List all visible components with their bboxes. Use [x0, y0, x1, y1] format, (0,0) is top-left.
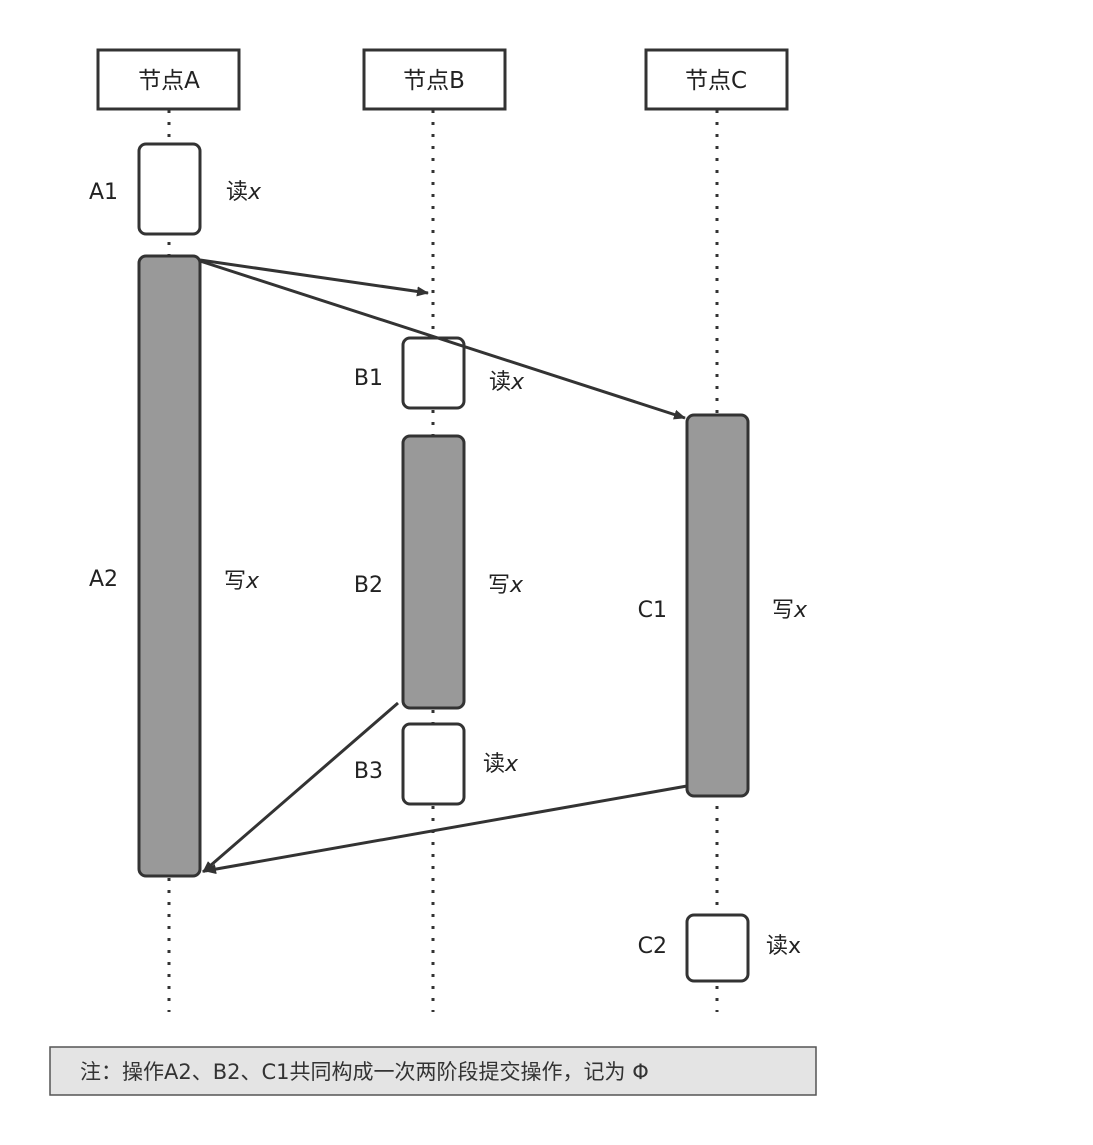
node-c-header: 节点C: [644, 48, 789, 111]
op-desc-c1-var: x: [793, 598, 808, 623]
op-label-b2: B2: [354, 573, 383, 598]
arrow-b2-to-a2: [202, 701, 399, 874]
op-desc-c1: 写x: [772, 598, 808, 623]
activation-a1: [137, 142, 202, 236]
op-desc-b1: 读x: [489, 370, 525, 395]
op-desc-a1-prefix: 读: [226, 180, 248, 205]
op-desc-a2-prefix: 写: [224, 569, 246, 594]
arrow-a2-to-c1: [199, 259, 686, 420]
node-a-header: 节点A: [96, 48, 241, 111]
op-desc-b2-prefix: 写: [488, 573, 510, 598]
op-label-c1: C1: [638, 598, 667, 623]
op-desc-a2-var: x: [245, 569, 260, 594]
op-label-a1: A1: [89, 180, 118, 205]
arrow-c1-to-a2: [204, 784, 688, 875]
op-desc-b3: 读x: [483, 752, 519, 777]
arrow-a2-to-b: [199, 258, 429, 297]
op-desc-a2: 写x: [224, 569, 260, 594]
node-b-header: 节点B: [362, 48, 507, 111]
footnote-box: 注：操作A2、B2、C1共同构成一次两阶段提交操作，记为 Φ: [49, 1046, 817, 1096]
op-label-b1: B1: [354, 366, 383, 391]
op-desc-a1: 读x: [226, 180, 262, 205]
op-desc-b1-prefix: 读: [489, 370, 511, 395]
activation-b2: [401, 434, 466, 710]
node-a-label: 节点A: [138, 68, 200, 94]
op-desc-b3-var: x: [504, 752, 519, 777]
op-desc-a1-var: x: [247, 180, 262, 205]
op-desc-b1-var: x: [510, 370, 525, 395]
node-b-label: 节点B: [403, 68, 465, 94]
activation-c2: [685, 913, 750, 983]
op-desc-c2-prefix: 读: [766, 934, 788, 959]
op-desc-b3-prefix: 读: [483, 752, 505, 777]
op-desc-c1-prefix: 写: [772, 598, 794, 623]
op-desc-c2-var: x: [788, 934, 801, 959]
op-desc-b2: 写x: [488, 573, 524, 598]
node-c-label: 节点C: [685, 68, 747, 94]
activation-b1: [401, 336, 466, 410]
activation-a2: [137, 254, 202, 878]
op-label-b3: B3: [354, 759, 383, 784]
op-desc-c2: 读x: [766, 934, 801, 959]
op-desc-b2-var: x: [509, 573, 524, 598]
op-label-c2: C2: [638, 934, 667, 959]
footnote-text: 注：操作A2、B2、C1共同构成一次两阶段提交操作，记为 Φ: [80, 1060, 649, 1084]
activation-c1: [685, 413, 750, 798]
activation-b3: [401, 722, 466, 806]
op-label-a2: A2: [89, 567, 118, 592]
